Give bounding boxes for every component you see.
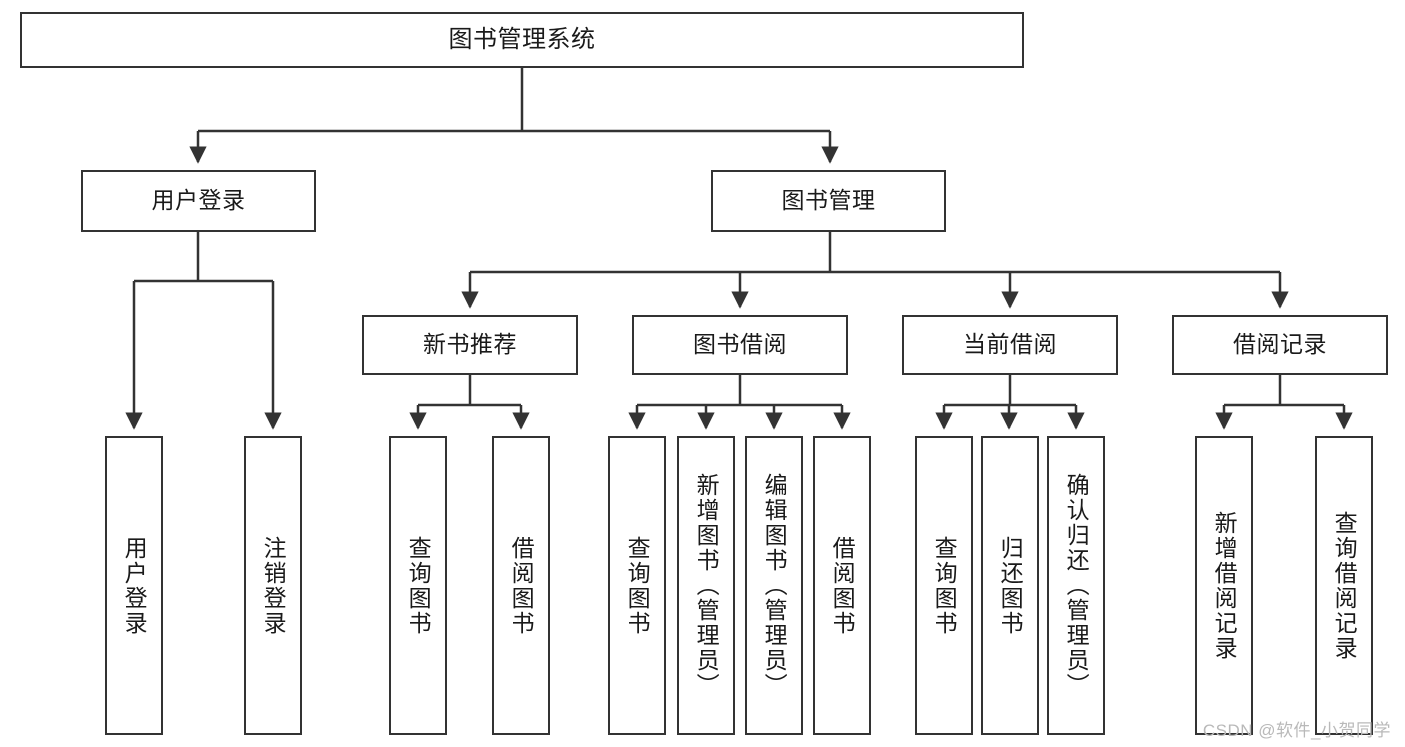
csdn-watermark: CSDN @软件_小贺同学	[1202, 721, 1391, 740]
leaf-borrow-add-book-admin-label: 新增图书（管理员）	[693, 473, 720, 698]
node-current-borrowing[interactable]: 当前借阅	[902, 315, 1118, 375]
node-new-book-recommendation-label: 新书推荐	[423, 331, 517, 358]
leaf-borrow-borrow-book-label: 借阅图书	[829, 535, 856, 636]
leaf-current-confirm-return-admin[interactable]: 确认归还（管理员）	[1047, 436, 1105, 735]
node-book-management-label: 图书管理	[781, 187, 876, 214]
leaf-borrow-query-book-label: 查询图书	[624, 535, 651, 636]
leaf-user-login[interactable]: 用户登录	[105, 436, 163, 735]
node-user-login-label: 用户登录	[151, 187, 246, 214]
node-user-login[interactable]: 用户登录	[81, 170, 316, 232]
node-root-book-management-system[interactable]: 图书管理系统	[20, 12, 1024, 68]
node-borrowing-record[interactable]: 借阅记录	[1172, 315, 1388, 375]
leaf-borrow-edit-book-admin-label: 编辑图书（管理员）	[761, 473, 788, 698]
node-book-borrowing[interactable]: 图书借阅	[632, 315, 848, 375]
leaf-borrow-query-book[interactable]: 查询图书	[608, 436, 666, 735]
leaf-borrow-edit-book-admin[interactable]: 编辑图书（管理员）	[745, 436, 803, 735]
node-root-label: 图书管理系统	[448, 25, 596, 53]
leaf-record-add-borrow-record[interactable]: 新增借阅记录	[1195, 436, 1253, 735]
leaf-record-query-borrow-record-label: 查询借阅记录	[1331, 510, 1358, 661]
leaf-current-return-book[interactable]: 归还图书	[981, 436, 1039, 735]
leaf-user-login-label: 用户登录	[121, 535, 148, 636]
node-book-management[interactable]: 图书管理	[711, 170, 946, 232]
leaf-borrow-borrow-book[interactable]: 借阅图书	[813, 436, 871, 735]
leaf-record-query-borrow-record[interactable]: 查询借阅记录	[1315, 436, 1373, 735]
leaf-record-add-borrow-record-label: 新增借阅记录	[1211, 510, 1238, 661]
leaf-borrow-add-book-admin[interactable]: 新增图书（管理员）	[677, 436, 735, 735]
node-current-borrowing-label: 当前借阅	[963, 331, 1057, 358]
leaf-current-query-book[interactable]: 查询图书	[915, 436, 973, 735]
node-borrowing-record-label: 借阅记录	[1233, 331, 1327, 358]
node-new-book-recommendation[interactable]: 新书推荐	[362, 315, 578, 375]
leaf-current-return-book-label: 归还图书	[997, 535, 1024, 636]
leaf-recommend-borrow-book[interactable]: 借阅图书	[492, 436, 550, 735]
leaf-recommend-borrow-book-label: 借阅图书	[508, 535, 535, 636]
leaf-user-logout[interactable]: 注销登录	[244, 436, 302, 735]
leaf-recommend-query-book-label: 查询图书	[405, 535, 432, 636]
node-book-borrowing-label: 图书借阅	[693, 331, 787, 358]
leaf-current-query-book-label: 查询图书	[931, 535, 958, 636]
leaf-user-logout-label: 注销登录	[260, 535, 287, 636]
leaf-recommend-query-book[interactable]: 查询图书	[389, 436, 447, 735]
leaf-current-confirm-return-admin-label: 确认归还（管理员）	[1063, 473, 1090, 698]
